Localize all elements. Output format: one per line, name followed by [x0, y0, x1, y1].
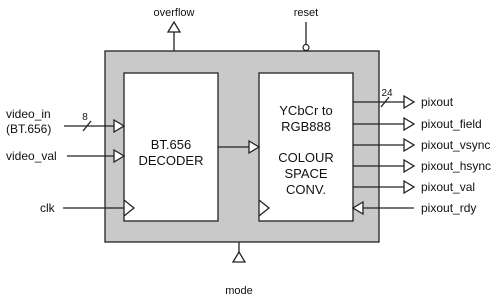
video-val-label: video_val: [6, 149, 57, 163]
pixout-label: pixout: [421, 95, 454, 109]
pixout-field-arrow: [403, 116, 416, 132]
pixout-field-label: pixout_field: [421, 117, 482, 131]
converter-label-line5: CONV.: [286, 182, 326, 197]
clk-label: clk: [40, 201, 56, 215]
mode-label: mode: [225, 285, 253, 297]
decoder-to-converter-arrow: [248, 139, 261, 155]
pixout-hsync-label: pixout_hsync: [421, 159, 491, 173]
pixout-vsync-label: pixout_vsync: [421, 138, 490, 152]
video-in-bus-width: 8: [82, 112, 88, 123]
video-in-format-label: (BT.656): [6, 122, 51, 136]
mode-arrow: [231, 250, 247, 263]
pixout-val-arrow: [403, 179, 416, 195]
decoder-label-line1: BT.656: [151, 137, 191, 152]
decoder-block: [123, 72, 219, 222]
video-in-bus-slash: [82, 120, 92, 132]
converter-block: [258, 72, 354, 222]
overflow-arrow: [166, 20, 182, 33]
overflow-label: overflow: [154, 7, 195, 19]
reset-label: reset: [294, 7, 318, 19]
video-in-arrow: [113, 118, 126, 134]
pixout-arrow: [403, 94, 416, 110]
pixout-vsync-arrow: [403, 137, 416, 153]
decoder-clock-marker: [123, 199, 136, 217]
converter-label-line1: YCbCr to: [279, 103, 332, 118]
video-in-label: video_in: [6, 107, 51, 121]
converter-clock-marker: [258, 199, 271, 217]
reset-inversion-bubble: [302, 43, 310, 52]
pixout-val-label: pixout_val: [421, 180, 475, 194]
video-val-arrow: [113, 148, 126, 164]
converter-label-line4: SPACE: [284, 166, 327, 181]
pixout-rdy-arrow: [351, 200, 364, 216]
pixout-bus-slash: [380, 96, 390, 108]
pixout-hsync-arrow: [403, 158, 416, 174]
converter-label-line2: RGB888: [281, 119, 331, 134]
pixout-bus-width: 24: [381, 88, 393, 99]
converter-label-line3: COLOUR: [278, 150, 334, 165]
decoder-label-line2: DECODER: [138, 153, 203, 168]
pixout-rdy-label: pixout_rdy: [421, 201, 476, 215]
